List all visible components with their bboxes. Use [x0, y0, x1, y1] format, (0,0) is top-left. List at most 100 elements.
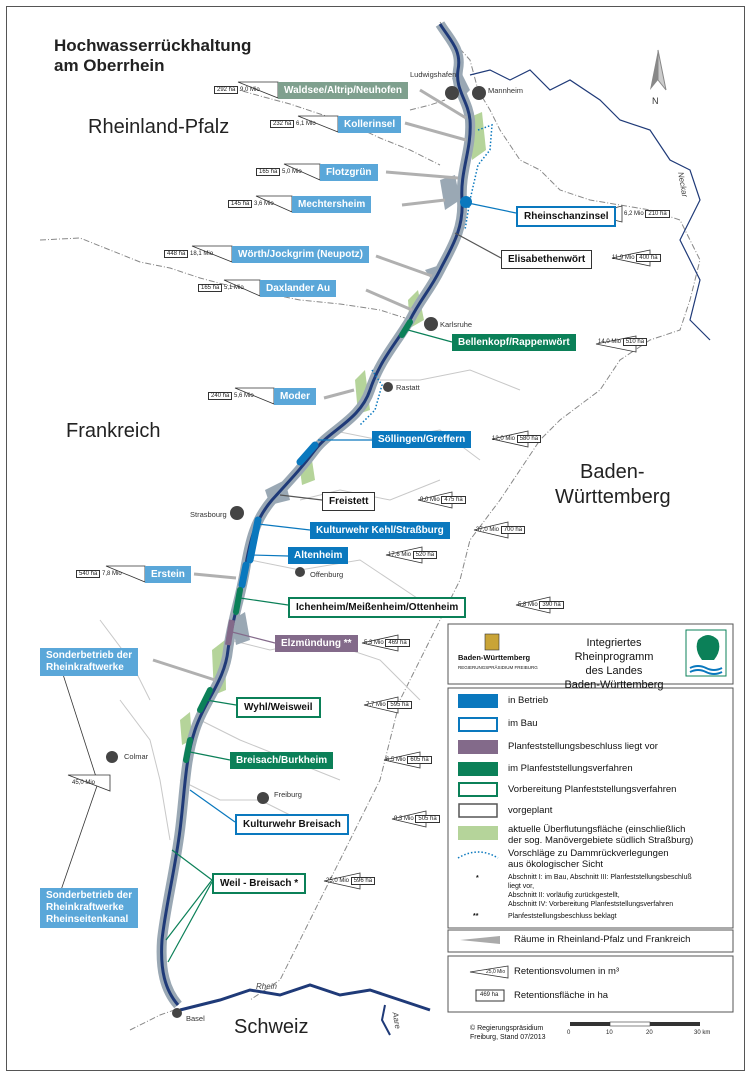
city-mannheim: Mannheim: [488, 86, 524, 95]
fig-elisabethenwoert: 11,9 Mio 400 ha: [612, 253, 661, 263]
pfv-segments: [183, 319, 413, 763]
aare-river: [380, 1004, 391, 1036]
legend-dstar-note: Planfeststellungsbeschluss beklagt: [508, 913, 617, 920]
site-moder[interactable]: Moder: [274, 388, 316, 405]
fig-mechtersheim: 145 ha 3,6 Mio: [228, 199, 274, 209]
site-waldsee[interactable]: Waldsee/Altrip/Neuhofen: [278, 82, 408, 99]
fig-woerth: 448 ha 18,1 Mio: [164, 249, 213, 259]
site-bellenkopf[interactable]: Bellenkopf/Rappenwört: [452, 334, 576, 351]
legend-dstar: **: [473, 913, 479, 920]
site-daxlander[interactable]: Daxlander Au: [260, 280, 337, 297]
swatch-im-bau: [458, 717, 498, 732]
rheinschanzinsel-marker: [460, 196, 472, 208]
fig-altenheim: 17,6 Mio 520 ha: [388, 550, 438, 560]
legend-retarea-sample: 469 ha: [480, 992, 499, 998]
site-mechtersheim[interactable]: Mechtersheim: [292, 196, 372, 213]
city-dots: [106, 86, 486, 1018]
scale-bar: [570, 1021, 700, 1027]
swatch-damm: [457, 851, 499, 859]
city-strasbourg: Strasbourg: [190, 510, 227, 519]
site-kwbreisach[interactable]: Kulturwehr Breisach: [235, 814, 349, 835]
fig-bellenkopf: 14,0 Mio 510 ha: [598, 337, 648, 347]
region-bw2: Württemberg: [555, 486, 671, 508]
site-rheinschanzinsel[interactable]: Rheinschanzinsel: [516, 206, 617, 227]
bw-logo-text: Baden-Württemberg: [458, 653, 531, 662]
fig-kehl: 37,0 Mio 700 ha: [476, 525, 526, 535]
legend-in-betrieb: in Betrieb: [508, 695, 549, 706]
city-rastatt: Rastatt: [396, 383, 420, 392]
scale-20: 20: [646, 1030, 653, 1036]
scale-10: 10: [606, 1030, 613, 1036]
fig-erstein: 540 ha 7,8 Mio: [76, 569, 122, 579]
sonder-leaders: [59, 664, 99, 894]
legend-vorbereitung: Vorbereitung Planfeststellungsverfahren: [508, 784, 677, 795]
site-kollerinsel[interactable]: Kollerinsel: [338, 116, 402, 133]
fig-wyhl: 7,7 Mio 595 ha: [366, 700, 412, 710]
north-arrow: N: [650, 49, 667, 106]
legend-retvol: Retentionsvolumen in m³: [514, 966, 620, 977]
city-colmar: Colmar: [124, 752, 149, 761]
site-altenheim[interactable]: Altenheim: [288, 547, 349, 564]
fig-elzmuendung: 5,3 Mio 469 ha: [364, 638, 410, 648]
region-fr: Frankreich: [66, 420, 161, 442]
fig-ichenheim: 5,8 Mio 390 ha: [518, 600, 564, 610]
site-elzmuendung[interactable]: Elzmündung **: [275, 635, 358, 652]
site-woerth[interactable]: Wörth/Jockgrim (Neupotz): [232, 246, 369, 263]
swatch-in-betrieb: [458, 694, 498, 708]
fig-weil: 25,0 Mio 596 ha: [326, 876, 376, 886]
legend-pfv: im Planfeststellungsverfahren: [508, 763, 633, 774]
city-ludwigshafen: Ludwigshafen: [410, 70, 457, 79]
legend-vorgeplant: vorgeplant: [508, 805, 553, 816]
elz-segment: [225, 619, 235, 646]
site-wyhl[interactable]: Wyhl/Weisweil: [236, 697, 321, 718]
fig-rheinschanzinsel: 6,2 Mio 210 ha: [624, 209, 670, 219]
rlp-leaders: [152, 88, 467, 682]
legend-raeume: Räume in Rheinland-Pfalz und Frankreich: [514, 934, 691, 945]
legend-star-note: Abschnitt I: im Bau, Abschnitt III: Plan…: [508, 874, 692, 908]
fig-freistett: 9,0 Mio 475 ha: [420, 495, 466, 505]
in-betrieb-segments: [238, 441, 319, 589]
title-line1: Hochwasserrückhaltung: [54, 36, 252, 55]
svg-text:N: N: [652, 96, 659, 106]
site-ichenheim[interactable]: Ichenheim/Meißenheim/Ottenheim: [288, 597, 467, 618]
city-karlsruhe: Karlsruhe: [440, 320, 473, 329]
fig-breisach: 6,5 Mio 605 ha: [386, 755, 432, 765]
rhein-hochrhein: [179, 983, 431, 1012]
bw-leaders: [165, 202, 517, 963]
city-offenburg: Offenburg: [310, 570, 344, 579]
legend-ueberflutung: aktuelle Überflutungsfläche (einschließl…: [508, 824, 694, 846]
region-ch: Schweiz: [234, 1016, 309, 1038]
legend-retarea: Retentionsfläche in ha: [514, 990, 609, 1001]
site-elisabethenwoert[interactable]: Elisabethenwört: [501, 250, 593, 269]
site-erstein[interactable]: Erstein: [145, 566, 191, 583]
swatch-flood: [458, 826, 498, 840]
dammrueck-north: [464, 123, 493, 231]
irp-waves-icon: [689, 665, 723, 675]
map-frame: [6, 6, 745, 1071]
site-flotzgruen[interactable]: Flotzgrün: [320, 164, 378, 181]
region-rlp: Rheinland-Pfalz: [88, 116, 230, 138]
swatch-pfv: [458, 762, 498, 776]
fig-kwbreisach: 9,3 Mio 505 ha: [394, 814, 440, 824]
fig-flotzgruen: 165 ha 5,0 Mio: [256, 167, 302, 177]
irp-tree-icon: [696, 635, 720, 660]
legend-im-bau: im Bau: [508, 718, 538, 729]
fig-moder: 240 ha 5,6 Mio: [208, 391, 254, 401]
rhein-river: [160, 23, 472, 1006]
swatch-retvol: [469, 965, 509, 979]
legend-pfb: Planfeststellungsbeschluss liegt vor: [508, 741, 658, 752]
site-freistett[interactable]: Freistett: [322, 492, 376, 511]
site-soellingen[interactable]: Söllingen/Greffern: [372, 431, 472, 448]
scale-0: 0: [567, 1030, 571, 1036]
site-weil[interactable]: Weil - Breisach *: [212, 873, 307, 894]
site-kehl[interactable]: Kulturwehr Kehl/Straßburg: [310, 522, 450, 539]
site-breisach[interactable]: Breisach/Burkheim: [230, 752, 334, 769]
swatch-vorbereitung: [458, 782, 498, 797]
map-title: Hochwasserrückhaltung am Oberrhein: [54, 36, 251, 76]
swatch-raeume: [460, 936, 500, 944]
